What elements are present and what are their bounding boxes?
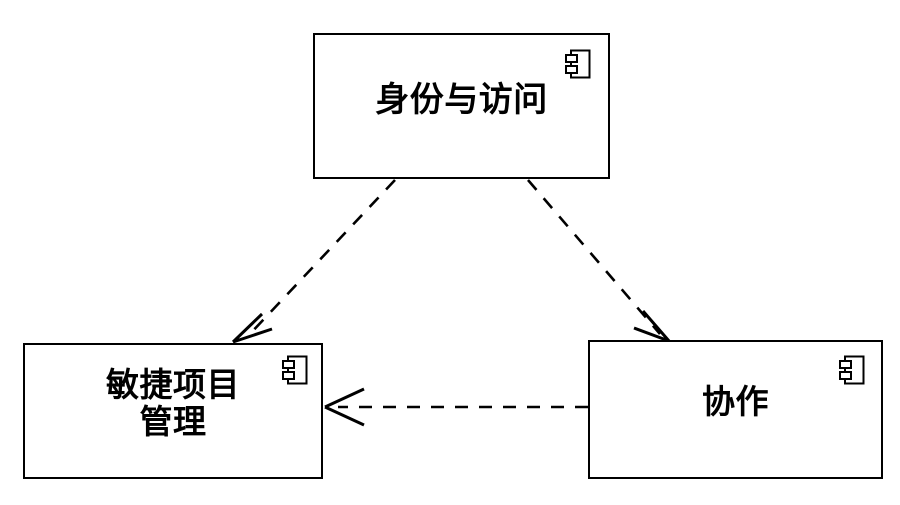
component-identity[interactable]: 身份与访问 — [313, 33, 610, 179]
component-collab[interactable]: 协作 — [588, 340, 883, 479]
component-agile-label: 敏捷项目 管理 — [106, 366, 240, 440]
component-collab-label: 协作 — [702, 383, 769, 420]
component-agile[interactable]: 敏捷项目 管理 — [23, 343, 323, 479]
connector-identity-to-agile[interactable] — [231, 179, 396, 344]
uml-component-icon — [565, 49, 591, 79]
connector-identity-to-collab[interactable] — [527, 179, 671, 343]
uml-component-icon — [282, 355, 308, 385]
connector-collab-to-agile[interactable] — [324, 387, 588, 427]
uml-component-icon — [839, 355, 865, 385]
component-identity-label: 身份与访问 — [375, 81, 548, 119]
